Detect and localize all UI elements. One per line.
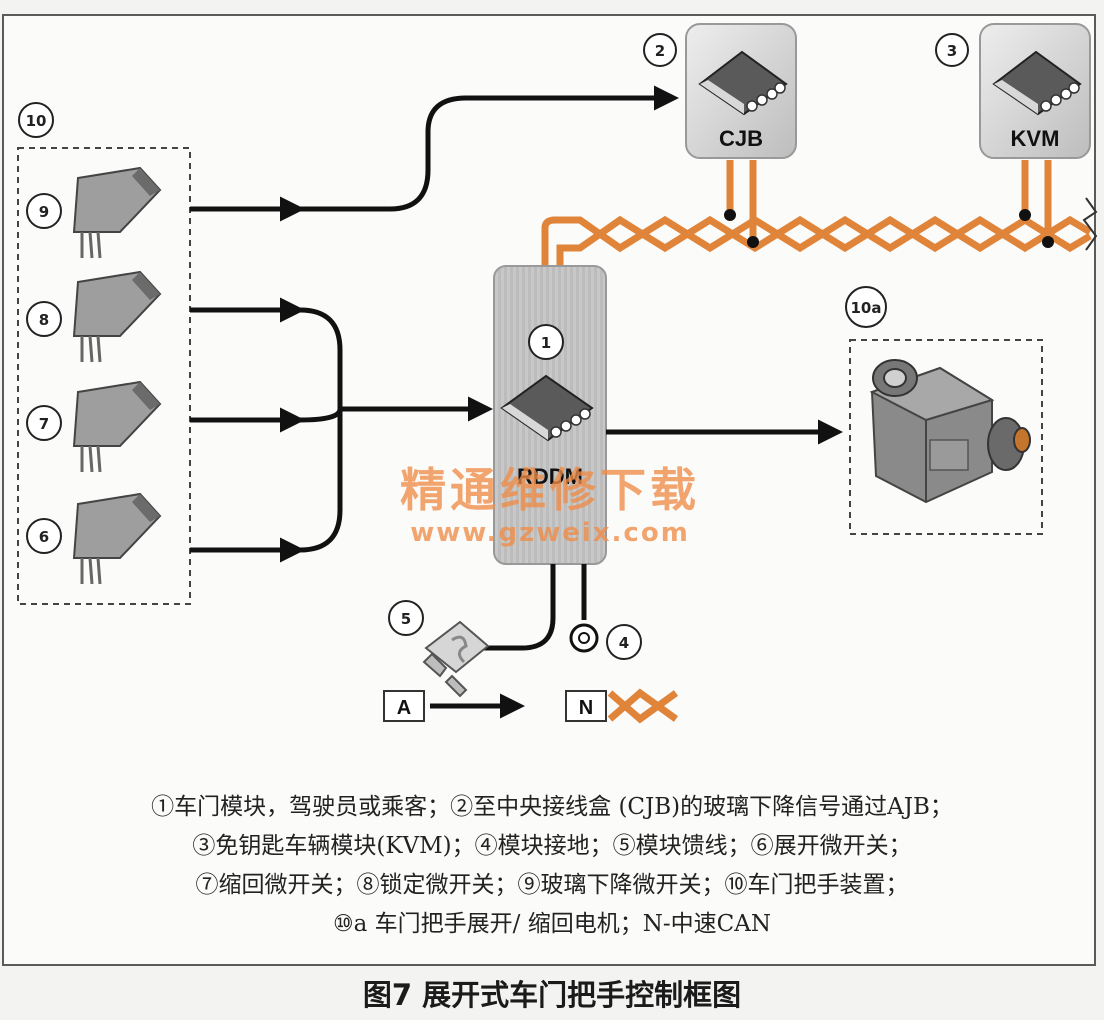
rddm-module: RDDM — [493, 265, 607, 565]
legend-a: A — [383, 690, 425, 722]
caption-line: ③免钥匙车辆模块(KVM)；④模块接地；⑤模块馈线；⑥展开微开关； — [192, 833, 912, 859]
kvm-module: KVM — [979, 23, 1091, 159]
kvm-label: KVM — [1011, 126, 1060, 151]
microswitch-9: 9 — [26, 166, 162, 259]
legend-caption: ①车门模块，驾驶员或乘客；②至中央接线盒 (CJB)的玻璃下降信号通过AJB； … — [40, 788, 1064, 944]
svg-text:8: 8 — [39, 311, 49, 329]
motor-box — [849, 339, 1043, 535]
chip-icon — [500, 374, 594, 442]
callout-6 — [26, 518, 62, 554]
cjb-module: CJB — [685, 23, 797, 159]
svg-text:5: 5 — [401, 610, 411, 628]
callout-2: 2 — [643, 33, 677, 67]
callout-10a: 10a — [845, 286, 887, 328]
handle-assembly-box — [17, 147, 191, 605]
signal-wires — [190, 85, 843, 719]
control-block-diagram: CJB 2 KVM 3 RDDM 1 — [17, 23, 1098, 724]
chip-icon — [698, 50, 788, 116]
microswitch-7: 7 — [26, 380, 162, 473]
caption-line: ⑩a 车门把手展开/ 缩回电机；N-中速CAN — [333, 911, 771, 937]
actuator-motor-icon — [869, 359, 1031, 504]
svg-text:9: 9 — [39, 203, 49, 221]
svg-text:4: 4 — [619, 634, 629, 652]
rddm-label: RDDM — [517, 464, 583, 489]
caption-line: ⑦缩回微开关；⑧锁定微开关；⑨玻璃下降微开关；⑩车门把手装置； — [195, 872, 909, 898]
svg-text:10: 10 — [26, 112, 47, 130]
callout-9 — [26, 193, 62, 229]
svg-text:1: 1 — [541, 334, 551, 352]
microswitch-8: 8 — [26, 270, 162, 363]
callout-1: 1 — [528, 324, 564, 360]
figure-title: 图7 展开式车门把手控制框图 — [362, 978, 742, 1012]
cjb-label: CJB — [719, 126, 763, 151]
svg-text:N: N — [579, 697, 593, 719]
callout-10: 10 — [18, 102, 54, 138]
callout-8 — [26, 301, 62, 337]
callout-4: 4 — [606, 624, 642, 660]
legend-n: N — [565, 688, 679, 724]
callout-5: 5 — [388, 600, 424, 636]
can-bus — [541, 160, 1092, 270]
fuse-icon — [422, 620, 490, 698]
callout-3: 3 — [935, 33, 969, 67]
microswitch-6: 6 — [26, 492, 162, 585]
chip-icon — [992, 50, 1082, 116]
ground-icon — [569, 623, 599, 653]
bus-break-icon — [1082, 197, 1098, 251]
svg-text:10a: 10a — [851, 299, 882, 317]
can-junctions — [724, 209, 1054, 248]
svg-text:7: 7 — [39, 415, 49, 433]
svg-text:3: 3 — [947, 42, 957, 60]
svg-text:A: A — [397, 697, 411, 719]
svg-text:2: 2 — [655, 42, 665, 60]
svg-text:6: 6 — [39, 528, 49, 546]
caption-line: ①车门模块，驾驶员或乘客；②至中央接线盒 (CJB)的玻璃下降信号通过AJB； — [151, 794, 953, 820]
callout-7 — [26, 405, 62, 441]
